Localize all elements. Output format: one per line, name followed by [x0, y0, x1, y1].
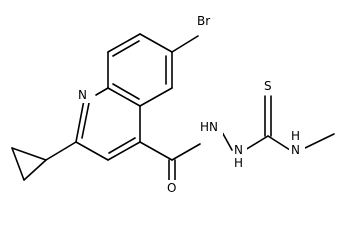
bond	[112, 83, 140, 100]
atom-label-br: Br	[197, 14, 210, 28]
bond	[75, 99, 85, 143]
bond	[244, 135, 269, 151]
label-bg	[196, 13, 218, 29]
atom-label-h3: H	[291, 129, 300, 143]
label-bg	[165, 180, 179, 196]
bond	[75, 141, 109, 161]
bond	[171, 35, 199, 53]
bond	[139, 33, 173, 53]
bond	[107, 33, 141, 53]
bond	[171, 143, 201, 161]
molecule-structure: Br N O HN H N S H N	[11, 13, 335, 196]
bond	[139, 87, 173, 107]
bond	[23, 159, 47, 181]
bond	[112, 40, 140, 57]
atom-label-n-ring: N	[78, 88, 87, 102]
label-bg	[262, 78, 276, 94]
atom-label-h2: H	[234, 156, 243, 170]
bond	[267, 135, 291, 151]
bond	[221, 131, 233, 151]
atom-label-hn: HN	[200, 120, 218, 134]
bonds	[11, 33, 335, 182]
bond	[95, 87, 109, 96]
atom-label-o: O	[167, 181, 176, 195]
bond	[139, 141, 173, 161]
bond	[107, 87, 141, 107]
atom-label-s: S	[264, 79, 272, 93]
atom-label-n2: N	[234, 143, 243, 157]
bond	[11, 147, 25, 181]
label-bg	[289, 142, 305, 158]
bond	[304, 133, 335, 149]
bond	[107, 141, 141, 161]
label-bg	[233, 144, 247, 158]
bond	[108, 137, 136, 154]
bond	[11, 147, 47, 161]
bond	[45, 141, 77, 161]
atom-label-n3: N	[291, 143, 300, 157]
label-bg	[76, 87, 90, 103]
atom-labels: Br N O HN H N S H N	[76, 13, 305, 196]
bond	[81, 102, 90, 139]
label-bg	[199, 119, 223, 135]
